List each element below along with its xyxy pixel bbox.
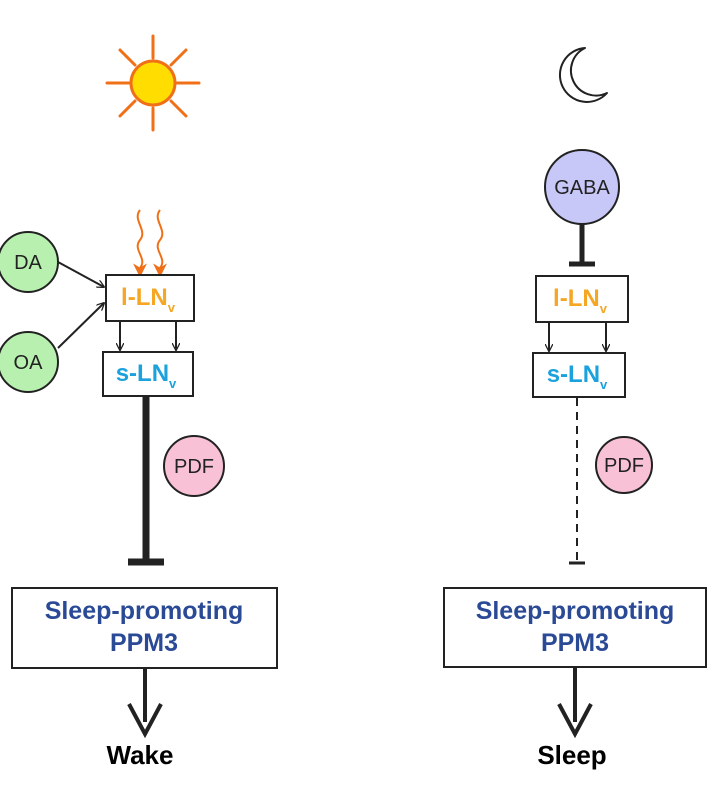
night-l-lnv-label: l-LNv — [553, 285, 608, 316]
wake-label: Wake — [107, 740, 174, 770]
dopamine-label: DA — [14, 252, 42, 274]
wake-arrow — [127, 669, 163, 739]
light-input-arrows — [133, 209, 167, 278]
day-inhibition-line — [128, 397, 164, 566]
night-l-lnv-box: l-LNv — [535, 275, 629, 323]
day-s-lnv-box: s-LNv — [102, 351, 194, 397]
gaba-node: GABA — [544, 149, 620, 225]
sleep-arrow — [557, 668, 593, 739]
night-s-lnv-box: s-LNv — [532, 352, 626, 398]
night-pdf-node: PDF — [595, 436, 653, 494]
day-ppm3-line1: Sleep-promoting — [45, 597, 244, 625]
sun-icon — [105, 34, 201, 132]
day-l-lnv-label: l-LNv — [121, 284, 176, 315]
day-s-lnv-label: s-LNv — [116, 360, 177, 391]
sleep-label: Sleep — [537, 740, 606, 770]
night-ppm3-line2: PPM3 — [541, 629, 609, 657]
octopamine-arrow — [57, 303, 104, 349]
day-pdf-node: PDF — [163, 435, 225, 497]
dopamine-node: DA — [0, 231, 59, 293]
dopamine-arrow — [57, 261, 104, 287]
gaba-inhibition-line — [569, 224, 595, 267]
night-inhibition-line — [569, 398, 585, 565]
day-pdf-label: PDF — [174, 456, 214, 478]
night-ppm3-line1: Sleep-promoting — [476, 597, 675, 625]
gaba-label: GABA — [554, 177, 610, 199]
day-l-lnv-box: l-LNv — [105, 274, 195, 322]
night-s-lnv-label: s-LNv — [547, 361, 608, 392]
day-ppm3-line2: PPM3 — [110, 629, 178, 657]
moon-icon — [558, 47, 608, 103]
night-pdf-label: PDF — [604, 455, 644, 477]
day-ppm3-box: Sleep-promoting PPM3 — [11, 587, 278, 669]
night-ppm3-box: Sleep-promoting PPM3 — [443, 587, 707, 668]
octopamine-node: OA — [0, 331, 59, 393]
octopamine-label: OA — [14, 352, 44, 374]
